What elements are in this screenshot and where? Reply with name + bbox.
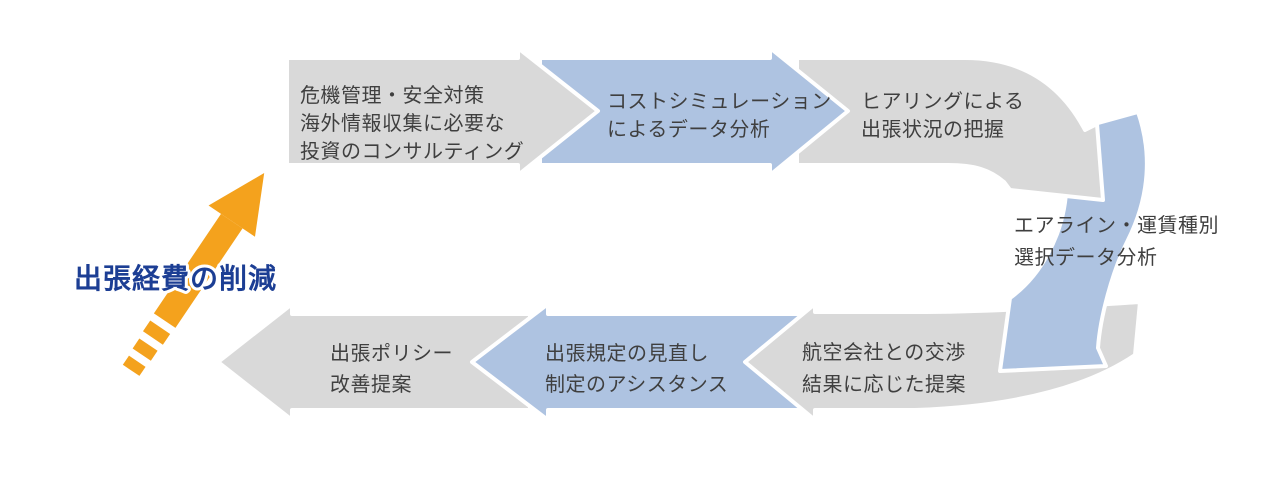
step-4-label: エアライン・運賃種別 選択データ分析 [1014,214,1219,269]
step-5-label-line-1: 航空会社との交渉 [802,341,966,364]
step-2-label-line-1: コストシミュレーション [607,91,832,113]
arrow-head [208,173,265,237]
step-7-label: 出張ポリシー 改善提案 [330,342,453,396]
step-3-arrow-curve-shape [795,56,1105,202]
step-1-arrow-right-shape [285,46,600,177]
step-3-label-line-2: 出張状況の把握 [861,118,1005,141]
arrow-dash-2 [132,338,158,361]
step-2-arrow-right-shape [538,46,850,177]
step-7-arrow-left-shape [216,302,532,422]
step-1-label-line-2: 海外情報収集に必要な [300,112,505,135]
step-1-label-line-3: 投資のコンサルティング [300,140,524,163]
step-7-label-line-1: 出張ポリシー [330,342,453,365]
step-3-label-line-1: ヒアリングによる [861,90,1024,113]
step-6-label-line-1: 出張規定の見直し [545,342,709,365]
step-1-label: 危機管理・安全対策 海外情報収集に必要な 投資のコンサルティング [300,84,524,163]
step-1-label-line-1: 危機管理・安全対策 [300,84,485,107]
step-4-arrow-curve-shape [998,110,1149,373]
cost-reduction-arrow-icon [122,173,265,376]
step-4-label-line-1: エアライン・運賃種別 [1014,214,1219,237]
step-6-arrow-left-shape [470,302,807,422]
step-6-label-line-2: 制定のアシスタンス [545,373,728,396]
arrow-dash-3 [142,320,171,345]
step-2-label-line-2: によるデータ分析 [607,118,770,141]
step-4-label-line-2: 選択データ分析 [1014,246,1158,269]
step-5-label: 航空会社との交渉 結果に応じた提案 [802,341,966,396]
step-5-label-line-2: 結果に応じた提案 [802,373,966,396]
step-7-label-line-2: 改善提案 [330,373,412,396]
arrow-shaft [153,213,243,328]
step-6-label: 出張規定の見直し 制定のアシスタンス [545,342,728,396]
step-2-label: コストシミュレーション によるデータ分析 [607,91,832,141]
arrow-dash-1 [122,355,146,376]
cost-reduction-label: 出張経費の削減 [74,262,277,294]
step-3-label: ヒアリングによる 出張状況の把握 [861,90,1024,141]
